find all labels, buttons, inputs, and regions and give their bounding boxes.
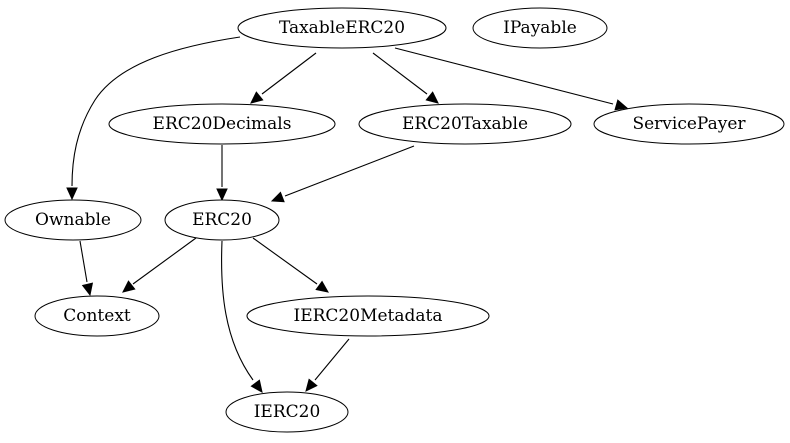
arrowhead-icon (66, 187, 78, 201)
arrowhead-icon (270, 191, 285, 203)
node-ellipse (4, 199, 142, 241)
edge-taxableerc20-to-erc20decimals (250, 52, 317, 104)
edge-taxableerc20-to-ownable (66, 36, 241, 201)
edge-ownable-to-context (79, 240, 94, 297)
node-ellipse (246, 295, 490, 337)
edge-erc20taxable-to-erc20 (270, 145, 415, 203)
edge-line (372, 52, 428, 95)
edge-erc20-to-ierc20metadata (252, 237, 329, 293)
node-label: ERC20Taxable (402, 114, 528, 134)
edge-line (132, 237, 197, 285)
arrowhead-icon (250, 91, 264, 104)
node-label: ServicePayer (632, 114, 746, 134)
node-ierc20: IERC20 (225, 391, 349, 433)
edge-taxableerc20-to-erc20taxable (372, 52, 439, 104)
edge-erc20-to-ierc20 (221, 240, 263, 393)
node-label: IPayable (503, 18, 577, 38)
arrowhead-icon (81, 282, 94, 297)
arrowhead-icon (216, 188, 228, 202)
edge-line (252, 237, 318, 285)
edge-ierc20metadata-to-ierc20 (305, 338, 350, 392)
arrowhead-icon (305, 378, 318, 392)
node-ellipse (472, 7, 608, 49)
node-label: ERC20 (192, 210, 252, 230)
edge-line (394, 47, 614, 105)
node-ellipse (358, 103, 572, 145)
arrowhead-icon (122, 280, 136, 293)
node-label: IERC20 (254, 402, 321, 422)
edge-line (221, 240, 254, 381)
edge-erc20-to-context (122, 237, 197, 293)
node-ellipse (34, 295, 160, 337)
node-ipayable: IPayable (472, 7, 608, 49)
edge-line (79, 240, 88, 283)
node-ellipse (108, 103, 336, 145)
edge-erc20decimals-to-erc20 (216, 145, 228, 202)
edges-layer (66, 36, 629, 393)
node-ellipse (164, 199, 280, 241)
node-taxableerc20: TaxableERC20 (237, 7, 447, 49)
arrowhead-icon (425, 91, 439, 104)
edge-line (261, 52, 317, 95)
edge-line (314, 338, 350, 381)
node-context: Context (34, 295, 160, 337)
arrowhead-icon (614, 99, 629, 111)
arrowhead-icon (250, 379, 263, 393)
arrowhead-icon (315, 280, 329, 293)
edge-line (71, 36, 241, 187)
node-label: TaxableERC20 (279, 18, 405, 38)
node-ellipse (225, 391, 349, 433)
node-label: IERC20Metadata (294, 306, 443, 326)
node-erc20: ERC20 (164, 199, 280, 241)
edge-taxableerc20-to-servicepayer (394, 47, 629, 111)
node-ellipse (593, 103, 785, 145)
node-label: Ownable (35, 210, 111, 230)
node-ierc20metadata: IERC20Metadata (246, 295, 490, 337)
node-label: ERC20Decimals (153, 114, 292, 134)
node-servicepayer: ServicePayer (593, 103, 785, 145)
edge-line (284, 145, 415, 197)
node-erc20decimals: ERC20Decimals (108, 103, 336, 145)
node-ownable: Ownable (4, 199, 142, 241)
node-label: Context (63, 306, 131, 326)
node-erc20taxable: ERC20Taxable (358, 103, 572, 145)
node-ellipse (237, 7, 447, 49)
